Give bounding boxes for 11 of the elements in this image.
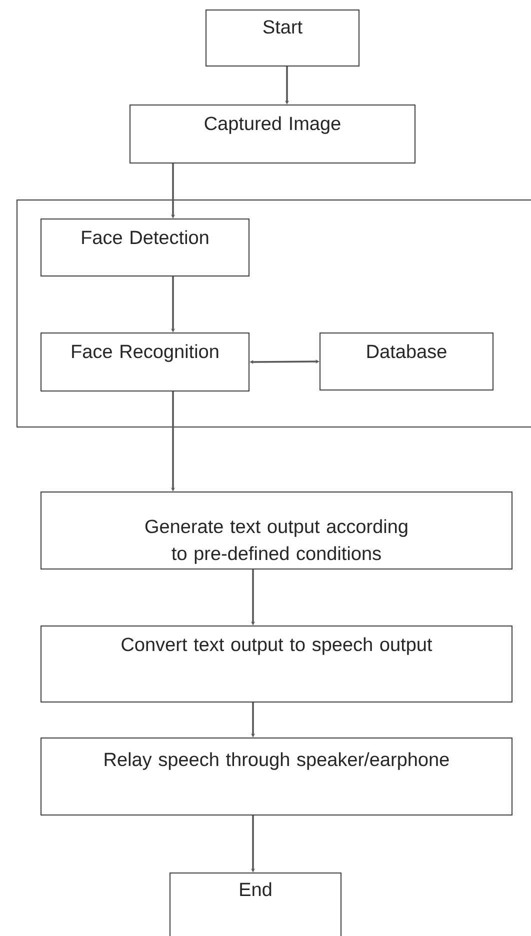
- process-box: Relay speech through speaker/earphone: [40, 738, 512, 816]
- process-box: Convert text output to speech output: [40, 626, 512, 702]
- database-box: Database: [320, 332, 494, 390]
- arrow: [250, 359, 320, 364]
- process-box: Generate text output according to pre-defined conditions: [40, 492, 512, 570]
- terminal-box: Start: [206, 10, 360, 66]
- terminal-box: End: [170, 872, 342, 936]
- process-box: Face Detection: [40, 218, 250, 276]
- process-box: Captured Image: [130, 104, 416, 164]
- process-box: Face Recognition: [40, 332, 250, 392]
- group-frame: [16, 200, 531, 428]
